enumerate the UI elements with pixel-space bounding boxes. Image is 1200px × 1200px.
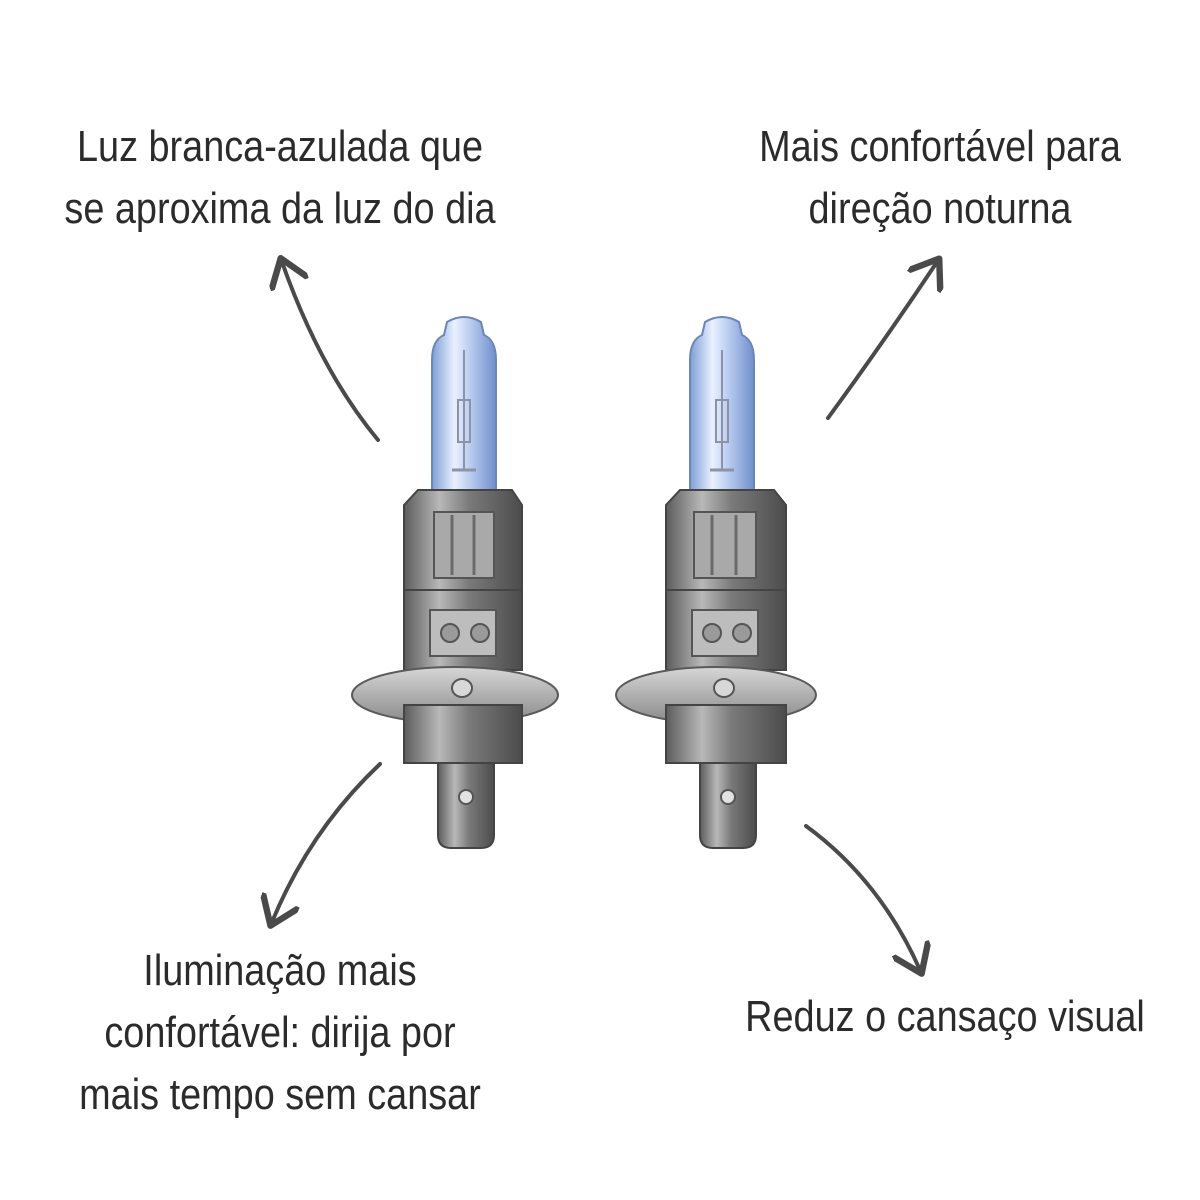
caption-reduces-eye-strain: Reduz o cansaço visual xyxy=(745,992,1145,1041)
arrow-bottom-right-icon xyxy=(804,824,920,970)
caption-night-driving-comfort: Mais confortável para direção noturna xyxy=(759,122,1121,233)
headlight-bulb-left-icon xyxy=(351,316,559,849)
caption-comfortable-lighting: Iluminação mais confortável: dirija por … xyxy=(79,946,481,1119)
headlight-bulb-right-icon xyxy=(615,316,817,849)
caption-daylight-white-blue: Luz branca-azulada que se aproxima da lu… xyxy=(64,122,496,233)
arrow-bottom-left-icon xyxy=(272,762,382,922)
arrow-top-right-icon xyxy=(826,262,937,420)
arrow-top-left-icon xyxy=(282,262,380,442)
